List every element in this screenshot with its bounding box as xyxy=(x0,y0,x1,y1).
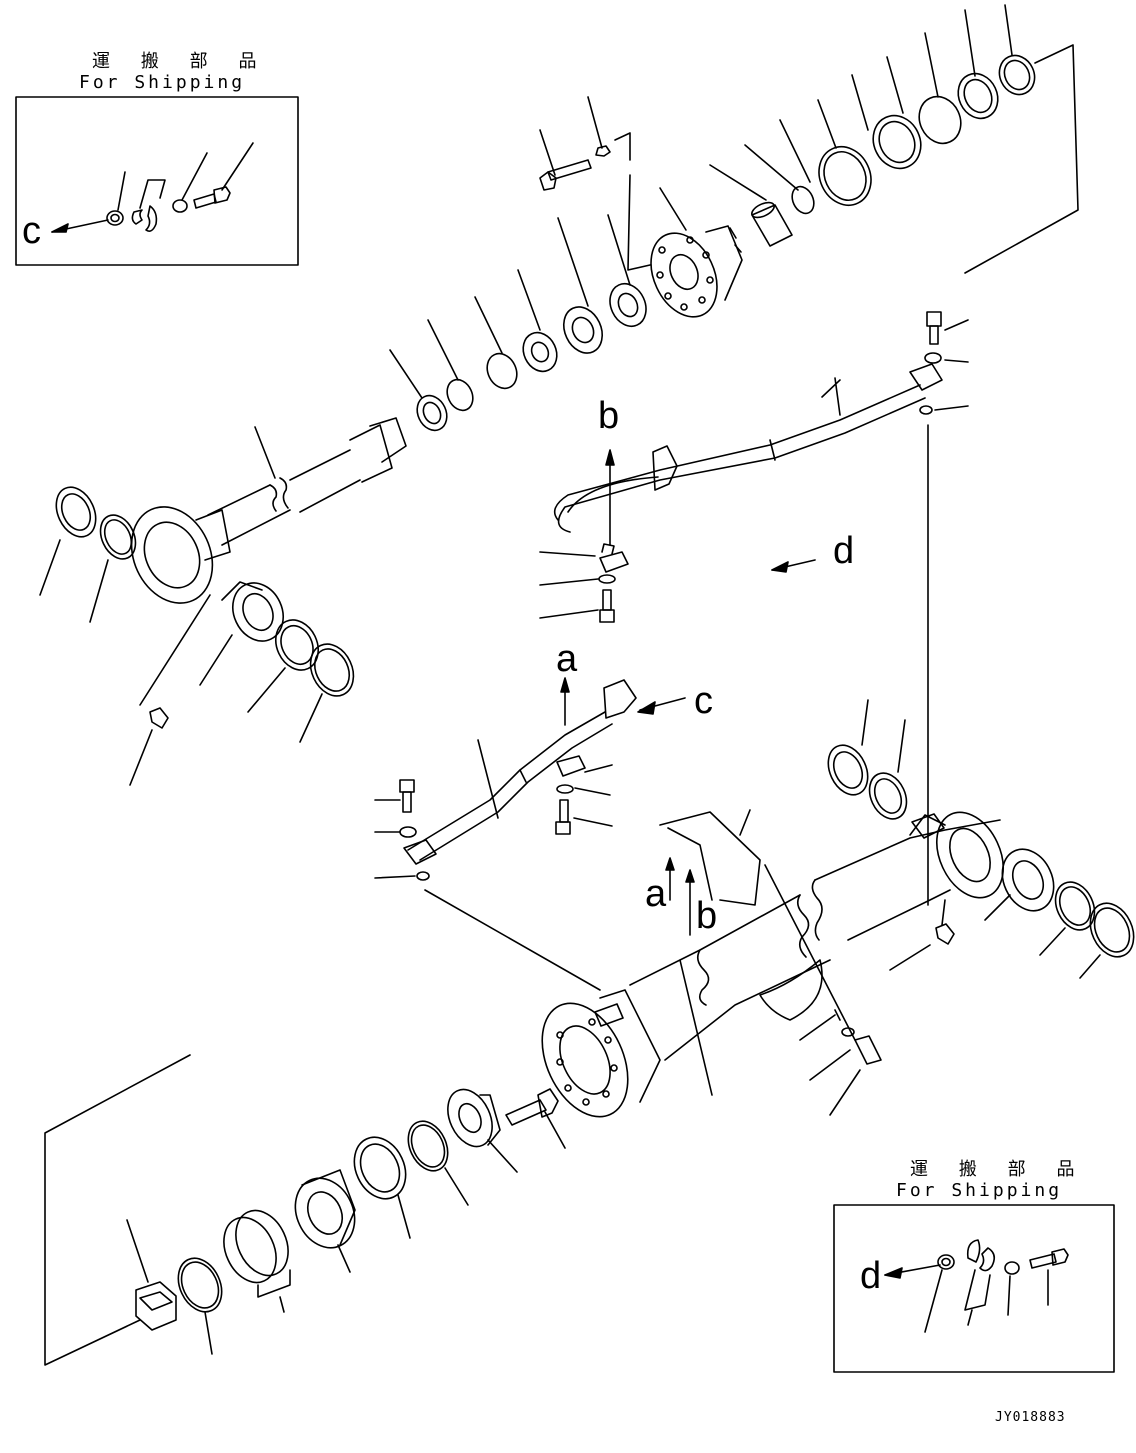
shipping-title-en-top: For Shipping xyxy=(79,72,246,93)
document-id: JY018883 xyxy=(995,1410,1066,1425)
shipping-box-top xyxy=(15,96,299,266)
shipping-arrow-label-d: d xyxy=(860,1255,882,1297)
piping-upper xyxy=(539,311,969,906)
callout-b-lower: b xyxy=(696,895,718,937)
piping-lower xyxy=(374,677,686,991)
shipping-title-jp-top: 運 搬 部 品 xyxy=(92,51,267,72)
tube-end-seals xyxy=(827,699,1135,979)
callout-b-upper: b xyxy=(598,395,620,437)
shipping-title-jp-bottom: 運 搬 部 品 xyxy=(910,1159,1085,1180)
shipping-title-en-bottom: For Shipping xyxy=(896,1180,1063,1201)
cylinder-head-parts xyxy=(389,4,1079,432)
shipping-arrow-label-c: c xyxy=(22,210,41,252)
shipping-box-bottom xyxy=(833,1204,1115,1373)
piston-parts xyxy=(44,1054,566,1366)
callout-a-mid: a xyxy=(556,638,578,680)
piston-rod xyxy=(39,417,407,786)
callout-d-mid: d xyxy=(833,530,855,572)
callout-c-mid: c xyxy=(694,680,713,722)
callout-a-lower: a xyxy=(645,873,667,915)
cylinder-head-gland xyxy=(650,187,743,318)
cylinder-tube xyxy=(541,809,1004,1118)
